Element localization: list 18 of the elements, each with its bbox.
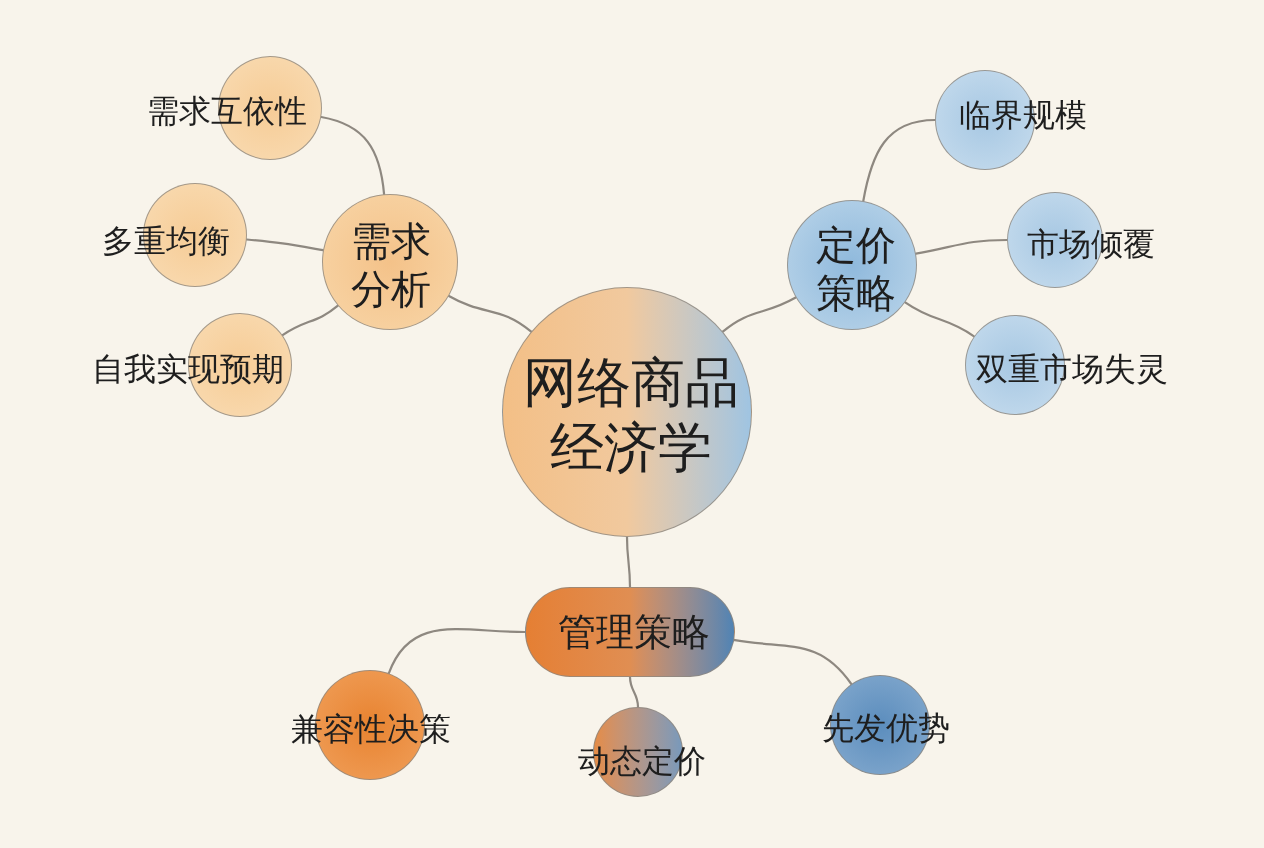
connector-line bbox=[281, 304, 339, 337]
node-label: 市场倾覆 bbox=[1027, 224, 1155, 264]
node-label: 网络商品经济学 bbox=[522, 351, 740, 481]
node-label: 需求互依性 bbox=[147, 91, 307, 131]
node-label: 管理策略 bbox=[558, 610, 710, 656]
node-label: 多重均衡 bbox=[102, 221, 230, 261]
connector-line bbox=[387, 628, 527, 675]
node-label: 需求分析 bbox=[350, 217, 432, 313]
connector-line bbox=[628, 675, 640, 709]
connector-line bbox=[904, 301, 976, 338]
connector-line bbox=[721, 296, 797, 333]
connector-line bbox=[320, 115, 386, 196]
connector-line bbox=[625, 535, 632, 589]
node-label: 双重市场失灵 bbox=[976, 349, 1168, 389]
node-label: 临界规模 bbox=[959, 95, 1087, 135]
connector-line bbox=[447, 294, 533, 333]
node-label: 自我实现预期 bbox=[92, 349, 284, 389]
node-label: 定价策略 bbox=[815, 221, 897, 317]
